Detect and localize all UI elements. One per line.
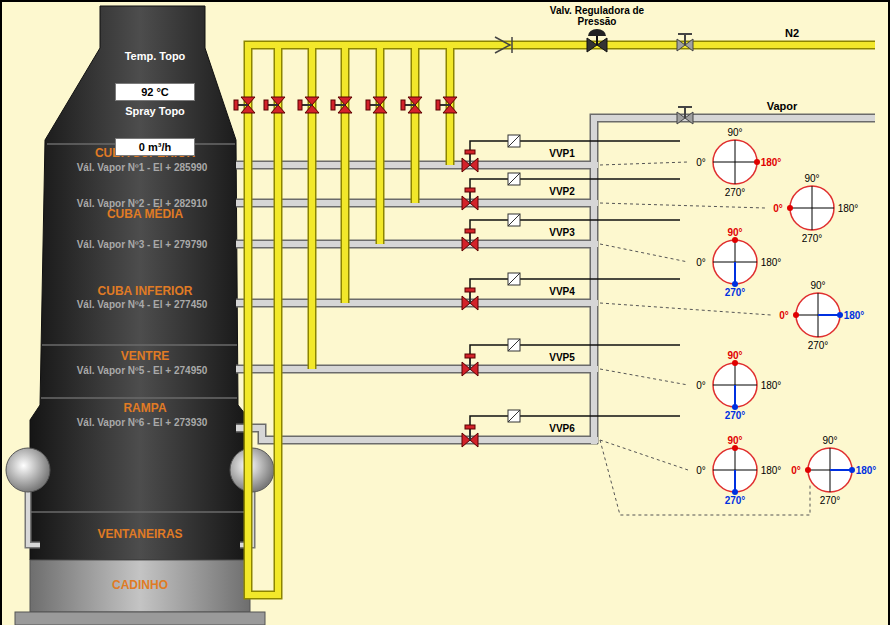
dial-angle: 270° [725, 287, 746, 298]
valve-tag: VVP4 [549, 286, 575, 297]
valve-elevation: Vál. Vapor Nº6 - El + 273930 [77, 417, 208, 428]
dial-angle: 0° [696, 465, 706, 476]
dial-angle: 0° [779, 310, 789, 321]
valve-tag: VVP6 [549, 423, 575, 434]
zone-label: RAMPA [123, 402, 166, 415]
valve-tag: VVP3 [549, 227, 575, 238]
dial-angle: 270° [820, 495, 841, 506]
valve-elevation: Vál. Vapor Nº2 - El + 282910 [77, 198, 208, 209]
zone-label: VENTANEIRAS [97, 528, 182, 541]
dial-angle: 0° [696, 157, 706, 168]
dial-angle: 270° [802, 233, 823, 244]
zone-label: CUBA INFERIOR [98, 285, 193, 298]
readout-title: Spray Topo [115, 105, 195, 118]
valve-elevation: Vál. Vapor Nº4 - El + 277450 [77, 299, 208, 310]
valve-label: Valv. Reguladora de Pressão [542, 5, 652, 27]
dial-angle: 90° [727, 435, 742, 446]
dial-angle: 270° [808, 340, 829, 351]
valve-tag: VVP5 [549, 352, 575, 363]
valve-elevation: Vál. Vapor Nº1 - El + 285990 [77, 162, 208, 173]
dial-angle: 0° [696, 257, 706, 268]
dial-angle: 90° [804, 173, 819, 184]
dial-angle: 270° [725, 410, 746, 421]
dial-angle: 180° [761, 380, 782, 391]
dial-angle: 0° [696, 380, 706, 391]
dial-angle: 180° [761, 257, 782, 268]
dial-angle: 180° [761, 465, 782, 476]
zone-label: CUBA MÉDIA [107, 208, 183, 221]
zone-label: CADINHO [112, 579, 168, 592]
readout-box: Spray Topo 0 m³/h [115, 105, 195, 156]
valve-elevation: Vál. Vapor Nº5 - El + 274950 [77, 365, 208, 376]
dial-angle: 180° [761, 157, 782, 168]
readout-value: 0 m³/h [115, 138, 195, 156]
dial-angle: 180° [838, 203, 859, 214]
valve-elevation: Vál. Vapor Nº3 - El + 279790 [77, 239, 208, 250]
readout-title: Temp. Topo [115, 50, 195, 63]
dial-angle: 0° [773, 203, 783, 214]
dial-angle: 180° [856, 465, 877, 476]
readout-value: 92 °C [115, 83, 195, 101]
readout-box: Temp. Topo 92 °C [115, 50, 195, 101]
dial-angle: 90° [727, 127, 742, 138]
dial-angle: 90° [822, 435, 837, 446]
dial-angle: 0° [791, 465, 801, 476]
dial-angle: 180° [844, 310, 865, 321]
line-label: Vapor [767, 100, 798, 112]
dial-angle: 270° [725, 495, 746, 506]
dial-angle: 90° [727, 350, 742, 361]
dial-angle: 90° [810, 280, 825, 291]
valve-tag: VVP1 [549, 148, 575, 159]
dial-angle: 270° [725, 187, 746, 198]
dial-angle: 90° [727, 227, 742, 238]
zone-label: VENTRE [121, 350, 170, 363]
valve-tag: VVP2 [549, 186, 575, 197]
line-label: N2 [785, 27, 799, 39]
